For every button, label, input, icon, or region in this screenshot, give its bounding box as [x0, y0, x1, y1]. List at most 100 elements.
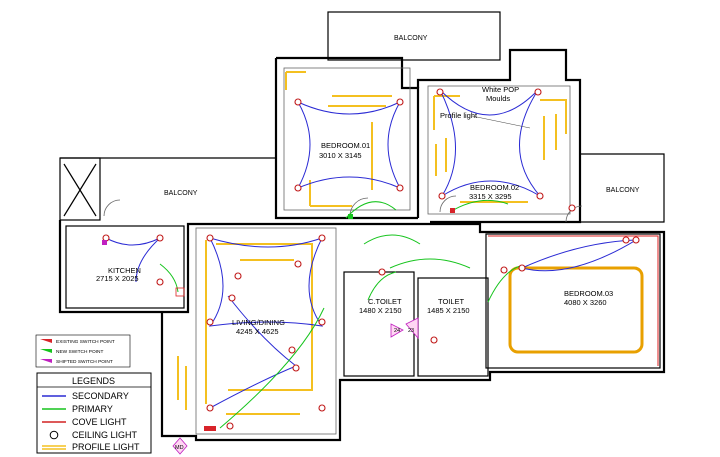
label-toilet-name: TOILET	[438, 297, 465, 306]
pri-corridor	[363, 234, 421, 245]
switch-legend-shifted: SHIFTED SWITCH POINT	[56, 359, 113, 365]
bedroom3-red-edge	[488, 235, 659, 366]
pri-b3	[487, 265, 521, 303]
tag-md-shape	[172, 437, 188, 455]
switch-legend-shifted-mark	[40, 359, 52, 363]
label-pop-line2: Moulds	[486, 94, 510, 103]
switch-legend-new-mark	[40, 349, 52, 353]
lamp-living-4	[294, 260, 302, 268]
profile-b2-left	[435, 138, 447, 176]
bedroom2-inner	[427, 85, 571, 215]
lamp-kitchen-2	[156, 234, 164, 242]
lamp-living-11	[318, 404, 326, 412]
label-ctoilet-name: C.TOILET	[368, 297, 402, 306]
lamp-balcony-right	[568, 204, 576, 212]
profile-b1-bl	[309, 180, 352, 207]
room-labels: BALCONY BALCONY BALCONY BEDROOM.01 3010 …	[96, 35, 640, 336]
door-bedroom2	[439, 195, 457, 213]
profile-corridor	[177, 356, 187, 410]
ceiling-lights	[102, 88, 640, 430]
switch-legend-existing-mark	[40, 339, 52, 343]
lamp-living-2	[318, 234, 326, 242]
lamp-living-1	[206, 234, 214, 242]
lamp-kitchen-3	[156, 278, 164, 286]
legend-ceiling: CEILING LIGHT	[72, 430, 138, 440]
lamp-living-12	[226, 422, 234, 430]
legend: LEGENDS SECONDARY PRIMARY COVE LIGHT CEI…	[36, 372, 152, 454]
outer-shell	[58, 220, 666, 442]
tag-24: 24	[394, 328, 400, 334]
leader-profile-light	[471, 115, 531, 129]
label-pop-line1: White POP	[482, 85, 519, 94]
profile-lights	[177, 71, 644, 415]
lamp-toilet	[430, 336, 438, 344]
lamp-b2-br	[536, 192, 544, 200]
label-kitchen-name: KITCHEN	[108, 266, 141, 275]
switch-points	[102, 208, 455, 431]
label-profile-light: Profile light	[440, 111, 478, 120]
bedroom1-wall-right	[276, 56, 420, 218]
tag-24-shape	[390, 323, 404, 338]
pri-living	[219, 307, 325, 429]
lamp-b2-tl	[436, 88, 444, 96]
lamp-living-10	[206, 404, 214, 412]
label-balcony-top: BALCONY	[394, 35, 428, 42]
sec-b2	[439, 89, 541, 197]
legend-title: LEGENDS	[72, 376, 115, 386]
switch-new-b1	[348, 214, 353, 219]
lamp-living-7	[318, 318, 326, 326]
profile-b1-tl	[285, 71, 306, 90]
label-living-name: LIVING/DINING	[232, 318, 285, 327]
lamp-living-5	[228, 294, 236, 302]
lamp-b1-bl	[294, 184, 302, 192]
lamp-b3-1	[518, 264, 526, 272]
door-kitchen	[103, 199, 121, 217]
profile-b2-right	[543, 114, 557, 160]
pri-corridor2	[389, 258, 471, 269]
lamp-ctoilet	[378, 268, 386, 276]
lamp-b3-2	[632, 236, 640, 244]
living-wall	[195, 227, 337, 435]
lamp-b1-tr	[396, 98, 404, 106]
lamp-b3-3	[622, 236, 630, 244]
lamp-living-9	[292, 364, 300, 372]
bedroom3-wall	[485, 233, 661, 369]
label-kitchen-size: 2715 X 2025	[96, 274, 139, 283]
lamp-living-3	[234, 272, 242, 280]
primary-wiring	[159, 199, 521, 429]
lamp-b1-tl	[294, 98, 302, 106]
profile-living-outer	[216, 243, 313, 391]
bedroom2-wall	[416, 48, 582, 224]
label-living-size: 4245 X 4625	[236, 327, 279, 336]
lamp-b2-bl	[438, 192, 446, 200]
label-bedroom2-size: 3315 X 3295	[469, 192, 512, 201]
toilet-wall	[417, 277, 489, 377]
balcony-top-wall	[327, 11, 501, 61]
switch-shifted-kitchen	[102, 240, 107, 245]
tag-23-shape	[405, 317, 419, 340]
legend-primary: PRIMARY	[72, 404, 113, 414]
label-balcony-left: BALCONY	[164, 190, 198, 197]
lamp-b3-4	[500, 266, 508, 274]
duct-cross	[63, 163, 97, 217]
lamp-b2-tr	[534, 88, 542, 96]
tag-md: MD	[175, 445, 184, 451]
tags: 24 23 MD	[172, 317, 419, 455]
switch-legend-new: NEW SWITCH POINT	[56, 349, 104, 355]
label-balcony-right: BALCONY	[606, 187, 640, 194]
switch-existing-living	[204, 426, 216, 431]
sec-living-lower	[209, 295, 297, 409]
label-bedroom1-size: 3010 X 3145	[319, 151, 362, 160]
balcony-right-wall	[580, 153, 665, 223]
pri-kitchen	[159, 263, 179, 293]
legend-profile: PROFILE LIGHT	[72, 442, 140, 452]
kitchen-wall	[65, 225, 185, 309]
profile-b2-tr	[540, 99, 567, 134]
pri-ctoilet	[367, 271, 397, 301]
switch-existing-b2	[450, 208, 455, 213]
label-ctoilet-size: 1480 X 2150	[359, 306, 402, 315]
switch-kitchen-box	[175, 287, 185, 297]
switch-legend: EXISTING SWITCH POINT NEW SWITCH POINT S…	[35, 334, 131, 368]
tag-23: 23	[408, 328, 414, 334]
